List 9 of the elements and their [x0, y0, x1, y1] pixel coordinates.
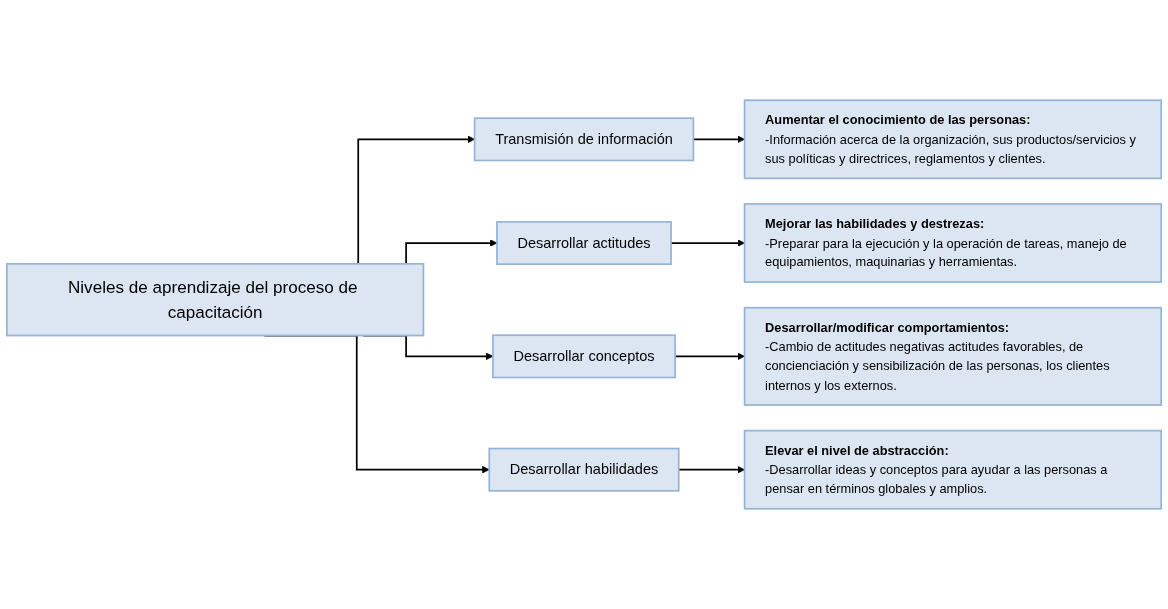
node-box: Aumentar el conocimiento de las personas: -Información acerca de la organización, sus productos/servicios y sus políticas y directrices, reglamentos y clientes. [743, 99, 1163, 180]
node-box: Desarrollar conceptos [492, 334, 676, 379]
node-box: Desarrollar habilidades [488, 447, 680, 492]
node-box: Desarrollar actitudes [496, 221, 672, 265]
node-box: Transmisión de información [473, 117, 695, 162]
node-box: Mejorar las habilidades y destrezas: -Preparar para la ejecución y la operación de tareas, manejo de equipamientos, maquinarias y herramientas. [743, 203, 1163, 283]
node-box: Niveles de aprendizaje del proceso de capacitación [5, 263, 425, 337]
node-box: Elevar el nivel de abstracción: -Desarrollar ideas y conceptos para ayudar a las personas a pensar en términos globales y amplios. [743, 429, 1163, 510]
node-box: Desarrollar/modificar comportamientos: -Cambio de actitudes negativas actitudes favorables, de concienciación y sensibilización de las personas, los clientes internos y los externos. [743, 306, 1163, 406]
